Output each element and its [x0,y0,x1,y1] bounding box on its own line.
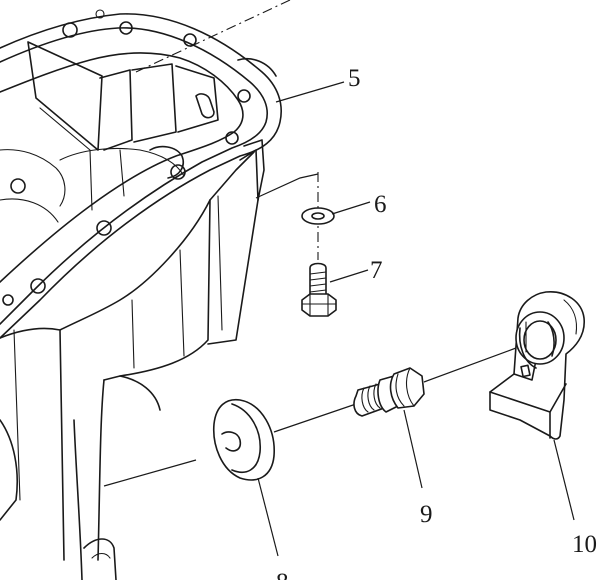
washer-part-8 [212,398,275,481]
assembly-centerlines [103,0,517,487]
callout-9: 9 [420,501,433,528]
callout-10: 10 [572,531,597,558]
plug-part-9 [353,367,425,417]
callout-7: 7 [370,257,383,284]
washer-part-6 [301,207,335,225]
callout-5: 5 [348,65,361,92]
bolt-part-7 [301,262,337,317]
callout-leaders [257,81,575,557]
callout-8: 8 [276,569,289,580]
bracket-part-10 [489,291,585,440]
callout-6: 6 [374,191,387,218]
housing-part-5 [0,9,282,580]
